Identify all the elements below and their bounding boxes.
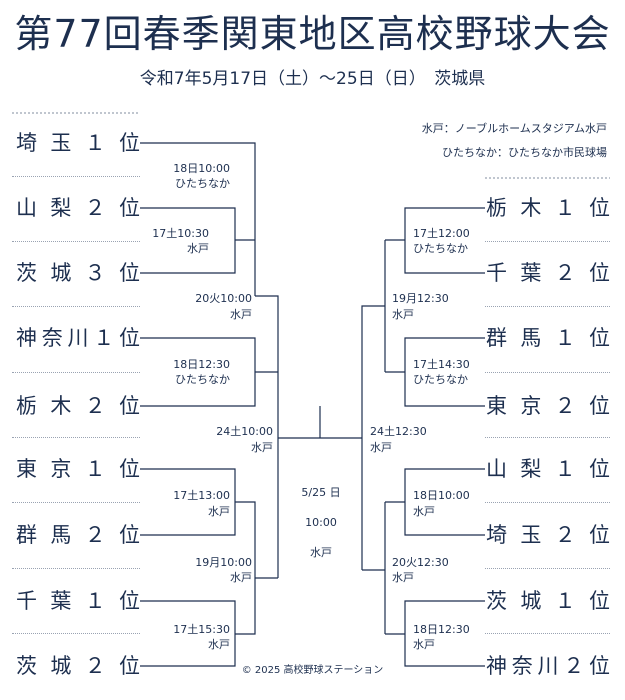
separator-line (12, 306, 140, 307)
separator-line (485, 437, 610, 438)
separator-line (12, 437, 140, 438)
team-left-1: 埼玉１位 (16, 131, 140, 155)
game-venue: 水戸 (251, 441, 273, 454)
team-left-6: 東京１位 (16, 457, 140, 481)
line-left-top-block (255, 295, 279, 578)
team-left-7: 群馬２位 (16, 523, 140, 547)
game-venue: ひたちなか (175, 177, 230, 190)
team-right-1: 栃木１位 (486, 196, 610, 220)
game-venue: 水戸 (230, 571, 252, 584)
game-time: 17土10:30 (152, 227, 209, 240)
team-right-6: 埼玉２位 (486, 523, 610, 547)
team-left-8: 千葉１位 (16, 589, 140, 613)
team-right-7: 茨城１位 (486, 589, 610, 613)
team-left-3: 茨城３位 (16, 261, 140, 285)
team-right-4: 東京２位 (486, 394, 610, 418)
separator-line (12, 502, 140, 503)
tournament-dates: 令和7年5月17日（土）～25日（日） 茨城県 (139, 69, 486, 89)
game-time: 19月10:00 (195, 556, 252, 569)
separator-line (12, 633, 140, 634)
copyright-footer: © 2025 高校野球ステーション (241, 665, 384, 676)
venue-note-mito: 水戸：ノーブルホームスタジアム水戸 (421, 122, 607, 135)
game-venue: ひたちなか (413, 373, 468, 386)
final-time: 10:00 (305, 516, 337, 529)
game-time: 17土14:30 (413, 358, 470, 371)
page-title: 第77回春季関東地区高校野球大会 (14, 12, 611, 56)
line-left-r2-game2 (140, 337, 256, 407)
game-time: 24土10:00 (216, 425, 273, 438)
game-venue: 水戸 (370, 441, 392, 454)
separator-line (485, 241, 610, 242)
game-venue: 水戸 (208, 505, 230, 518)
line-left-r1-game3-out (235, 578, 256, 635)
game-time: 18日10:00 (173, 162, 230, 175)
game-venue: ひたちなか (175, 373, 230, 386)
team-left-9: 茨城２位 (16, 654, 140, 678)
game-time: 20火10:00 (195, 292, 252, 305)
separator-line (485, 306, 610, 307)
line-right-semi-vertical (361, 305, 385, 570)
team-right-2: 千葉２位 (486, 261, 610, 285)
team-right-8: 神奈川２位 (486, 654, 610, 678)
game-time: 20火12:30 (392, 556, 449, 569)
game-time: 17土15:30 (173, 623, 230, 636)
game-venue: 水戸 (392, 308, 414, 321)
final-date: 5/25 日 (301, 486, 341, 499)
team-right-5: 山梨１位 (486, 457, 610, 481)
separator-line (485, 502, 610, 503)
separator-line (12, 372, 140, 373)
team-left-4: 神奈川１位 (16, 326, 140, 350)
game-venue: ひたちなか (413, 242, 468, 255)
game-time: 18日12:30 (173, 358, 230, 371)
team-right-3: 群馬１位 (486, 326, 610, 350)
separator-line (12, 568, 140, 569)
line-left-r1-game2-out (235, 501, 256, 578)
team-left-2: 山梨２位 (16, 196, 140, 220)
game-time: 19月12:30 (392, 292, 449, 305)
game-time: 18日12:30 (413, 623, 470, 636)
game-venue: 水戸 (413, 638, 435, 651)
game-venue: 水戸 (208, 638, 230, 651)
separator-line (485, 372, 610, 373)
game-venue: 水戸 (187, 242, 209, 255)
line-left-team1 (140, 142, 256, 296)
final-venue: 水戸 (310, 546, 332, 559)
game-venue: 水戸 (230, 308, 252, 321)
game-time: 18日10:00 (413, 489, 470, 502)
separator-line (12, 176, 140, 177)
team-left-5: 栃木２位 (16, 394, 140, 418)
separator-line (485, 633, 610, 634)
game-time: 17土13:00 (173, 489, 230, 502)
game-venue: 水戸 (392, 571, 414, 584)
venue-note-hitachinaka: ひたちなか：ひたちなか市民球場 (442, 146, 607, 159)
separator-line (12, 241, 140, 242)
line-right-r1-game2 (404, 337, 485, 407)
game-time: 17土12:00 (413, 227, 470, 240)
separator-line (485, 568, 610, 569)
game-time: 24土12:30 (370, 425, 427, 438)
game-venue: 水戸 (413, 505, 435, 518)
